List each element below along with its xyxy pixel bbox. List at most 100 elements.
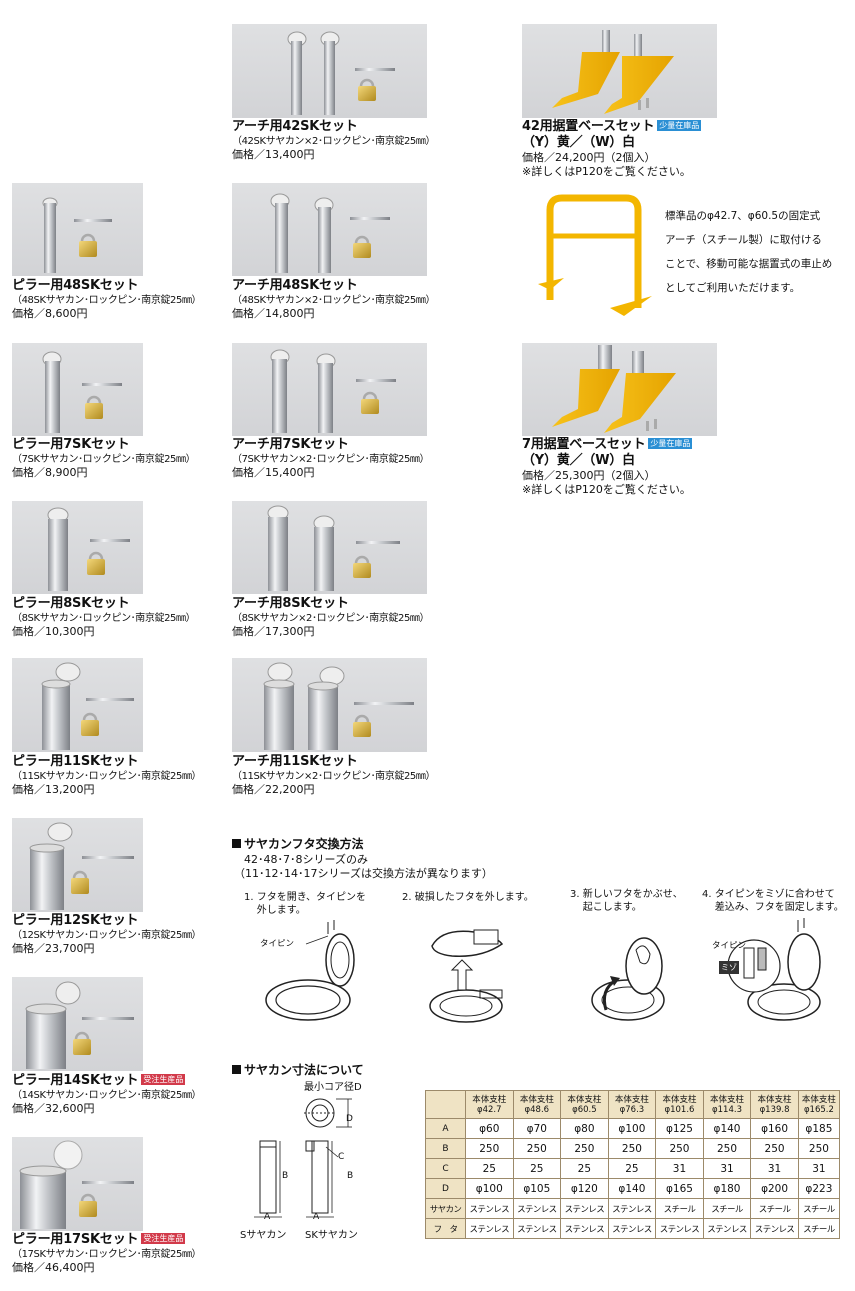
arch8-title: アーチ用8SKセット bbox=[232, 596, 349, 611]
arch48-photo bbox=[232, 183, 427, 276]
arch8-caption: アーチ用8SKセット （8SKサヤカン×2･ロックピン･南京錠25㎜） 価格／1… bbox=[232, 596, 430, 639]
arch7-spec: （7SKサヤカン×2･ロックピン･南京錠25㎜） bbox=[232, 454, 430, 465]
pillar12-price: 価格／23,700円 bbox=[12, 942, 95, 955]
pillar7-price: 価格／8,900円 bbox=[12, 466, 88, 479]
arch11-title: アーチ用11SKセット bbox=[232, 754, 358, 769]
pillar7-title: ピラー用7SKセット bbox=[12, 437, 130, 452]
dim-label-b-s: B bbox=[282, 1171, 289, 1181]
pillar7-spec: （7SKサヤカン･ロックピン･南京錠25㎜） bbox=[12, 454, 196, 465]
lid-step-2-illustration bbox=[422, 920, 532, 1030]
table-row: サヤカン ステンレス ステンレス ステンレス ステンレス スチール スチール ス… bbox=[425, 1198, 841, 1219]
pillar17-title: ピラー用17SKセット受注生産品 bbox=[12, 1232, 186, 1247]
pillar11-caption: ピラー用11SKセット （11SKサヤカン･ロックピン･南京錠25㎜） 価格／1… bbox=[12, 754, 202, 797]
base42-caption: 42用据置ベースセット少量在庫品 （Y）黄／（W）白 価格／24,200円（2個… bbox=[522, 119, 702, 179]
yellow-arch-illustration bbox=[530, 190, 655, 320]
pillar11-photo bbox=[12, 658, 143, 752]
pillar14-photo bbox=[12, 977, 143, 1071]
lid-step-3: 3. 新しいフタをかぶせ、 起こします。 bbox=[570, 889, 683, 913]
pillar48-spec: （48SKサヤカン･ロックピン･南京錠25㎜） bbox=[12, 295, 202, 306]
sayakan-dimension-drawing bbox=[240, 1095, 365, 1230]
arch8-photo bbox=[232, 501, 427, 594]
pillar17-price: 価格／46,400円 bbox=[12, 1261, 95, 1274]
mizo-label: ミゾ bbox=[719, 961, 739, 974]
pillar7-photo bbox=[12, 343, 143, 436]
arch8-price: 価格／17,300円 bbox=[232, 625, 315, 638]
dim-label-a-sk: A bbox=[313, 1212, 320, 1222]
table-corner bbox=[425, 1090, 466, 1119]
base7-title: 7用据置ベースセット少量在庫品 bbox=[522, 437, 693, 452]
table-row: B 250 250 250 250 250 250 250 250 bbox=[425, 1138, 841, 1159]
pillar8-spec: （8SKサヤカン･ロックピン･南京錠25㎜） bbox=[12, 613, 196, 624]
arch11-spec: （11SKサヤカン×2･ロックピン･南京錠25㎜） bbox=[232, 771, 436, 782]
pillar8-photo bbox=[12, 501, 143, 594]
lid-step-1: 1. フタを開き、タイピンを 外します。 bbox=[244, 892, 367, 916]
arch42-photo bbox=[232, 24, 427, 118]
arch42-spec: （42SKサヤカン×2･ロックピン･南京錠25㎜） bbox=[232, 136, 436, 147]
pillar11-price: 価格／13,200円 bbox=[12, 783, 95, 796]
dims-section-heading: サヤカン寸法について bbox=[232, 1061, 364, 1078]
arch7-price: 価格／15,400円 bbox=[232, 466, 315, 479]
base42-color: （Y）黄／（W）白 bbox=[522, 135, 635, 150]
pillar8-caption: ピラー用8SKセット （8SKサヤカン･ロックピン･南京錠25㎜） 価格／10,… bbox=[12, 596, 196, 639]
stock-badge: 少量在庫品 bbox=[648, 438, 693, 449]
pillar14-title: ピラー用14SKセット受注生産品 bbox=[12, 1073, 186, 1088]
base42-note: ※詳しくはP120をご覧ください。 bbox=[522, 165, 691, 178]
arch11-price: 価格／22,200円 bbox=[232, 783, 315, 796]
pillar17-photo bbox=[12, 1137, 143, 1231]
base42-price: 価格／24,200円（2個入） bbox=[522, 151, 656, 164]
notice-text: 標準品のφ42.7、φ60.5の固定式 アーチ（スチール製）に取付ける ことで、… bbox=[665, 210, 833, 294]
table-row: D φ100 φ105 φ120 φ140 φ165 φ180 φ200 φ22… bbox=[425, 1178, 841, 1199]
pillar7-caption: ピラー用7SKセット （7SKサヤカン･ロックピン･南京錠25㎜） 価格／8,9… bbox=[12, 437, 196, 480]
taipin-label: タイピン bbox=[260, 939, 295, 949]
pillar12-title: ピラー用12SKセット bbox=[12, 913, 139, 928]
pillar17-caption: ピラー用17SKセット受注生産品 （17SKサヤカン･ロックピン･南京錠25㎜）… bbox=[12, 1232, 202, 1275]
pillar17-spec: （17SKサヤカン･ロックピン･南京錠25㎜） bbox=[12, 1249, 202, 1260]
base42-title: 42用据置ベースセット少量在庫品 bbox=[522, 119, 702, 134]
pillar14-caption: ピラー用14SKセット受注生産品 （14SKサヤカン･ロックピン･南京錠25㎜）… bbox=[12, 1073, 202, 1116]
pillar48-title: ピラー用48SKセット bbox=[12, 278, 139, 293]
pillar8-price: 価格／10,300円 bbox=[12, 625, 95, 638]
arch7-title: アーチ用7SKセット bbox=[232, 437, 349, 452]
lid-step-4-illustration bbox=[724, 918, 834, 1028]
base7-color: （Y）黄／（W）白 bbox=[522, 453, 635, 468]
lid-section-heading: サヤカンフタ交換方法 bbox=[232, 835, 364, 852]
arch48-caption: アーチ用48SKセット （48SKサヤカン×2･ロックピン･南京錠25㎜） 価格… bbox=[232, 278, 436, 321]
dim-label-c: C bbox=[338, 1152, 345, 1162]
pillar12-caption: ピラー用12SKセット （12SKサヤカン･ロックピン･南京錠25㎜） 価格／2… bbox=[12, 913, 202, 956]
pillar8-title: ピラー用8SKセット bbox=[12, 596, 130, 611]
pillar48-caption: ピラー用48SKセット （48SKサヤカン･ロックピン･南京錠25㎜） 価格／8… bbox=[12, 278, 202, 321]
made-to-order-badge: 受注生産品 bbox=[141, 1074, 186, 1085]
arch11-caption: アーチ用11SKセット （11SKサヤカン×2･ロックピン･南京錠25㎜） 価格… bbox=[232, 754, 436, 797]
arch48-spec: （48SKサヤカン×2･ロックピン･南京錠25㎜） bbox=[232, 295, 436, 306]
table-row: フ タ ステンレス ステンレス ステンレス ステンレス ステンレス ステンレス … bbox=[425, 1218, 841, 1239]
dim-label-a-s: A bbox=[264, 1212, 271, 1222]
pillar48-photo bbox=[12, 183, 143, 276]
dim-label-b-sk: B bbox=[347, 1171, 354, 1181]
pillar12-photo bbox=[12, 818, 143, 912]
arch42-title: アーチ用42SKセット bbox=[232, 119, 358, 134]
dim-label-d: D bbox=[346, 1114, 353, 1124]
base7-photo bbox=[522, 343, 717, 436]
pillar11-title: ピラー用11SKセット bbox=[12, 754, 139, 769]
base7-caption: 7用据置ベースセット少量在庫品 （Y）黄／（W）白 価格／25,300円（2個入… bbox=[522, 437, 693, 497]
arch42-price: 価格／13,400円 bbox=[232, 148, 315, 161]
core-label: 最小コア径D bbox=[304, 1082, 362, 1093]
arch7-caption: アーチ用7SKセット （7SKサヤカン×2･ロックピン･南京錠25㎜） 価格／1… bbox=[232, 437, 430, 480]
arch11-photo bbox=[232, 658, 427, 752]
pillar48-price: 価格／8,600円 bbox=[12, 307, 88, 320]
table-row: A φ60 φ70 φ80 φ100 φ125 φ140 φ160 φ185 bbox=[425, 1118, 841, 1139]
lid-step-2: 2. 破損したフタを外します。 bbox=[402, 892, 534, 903]
lid-step-4: 4. タイピンをミゾに合わせて 差込み、フタを固定します。 bbox=[702, 889, 844, 913]
base42-photo bbox=[522, 24, 717, 118]
base7-price: 価格／25,300円（2個入） bbox=[522, 469, 656, 482]
pillar14-spec: （14SKサヤカン･ロックピン･南京錠25㎜） bbox=[12, 1090, 202, 1101]
